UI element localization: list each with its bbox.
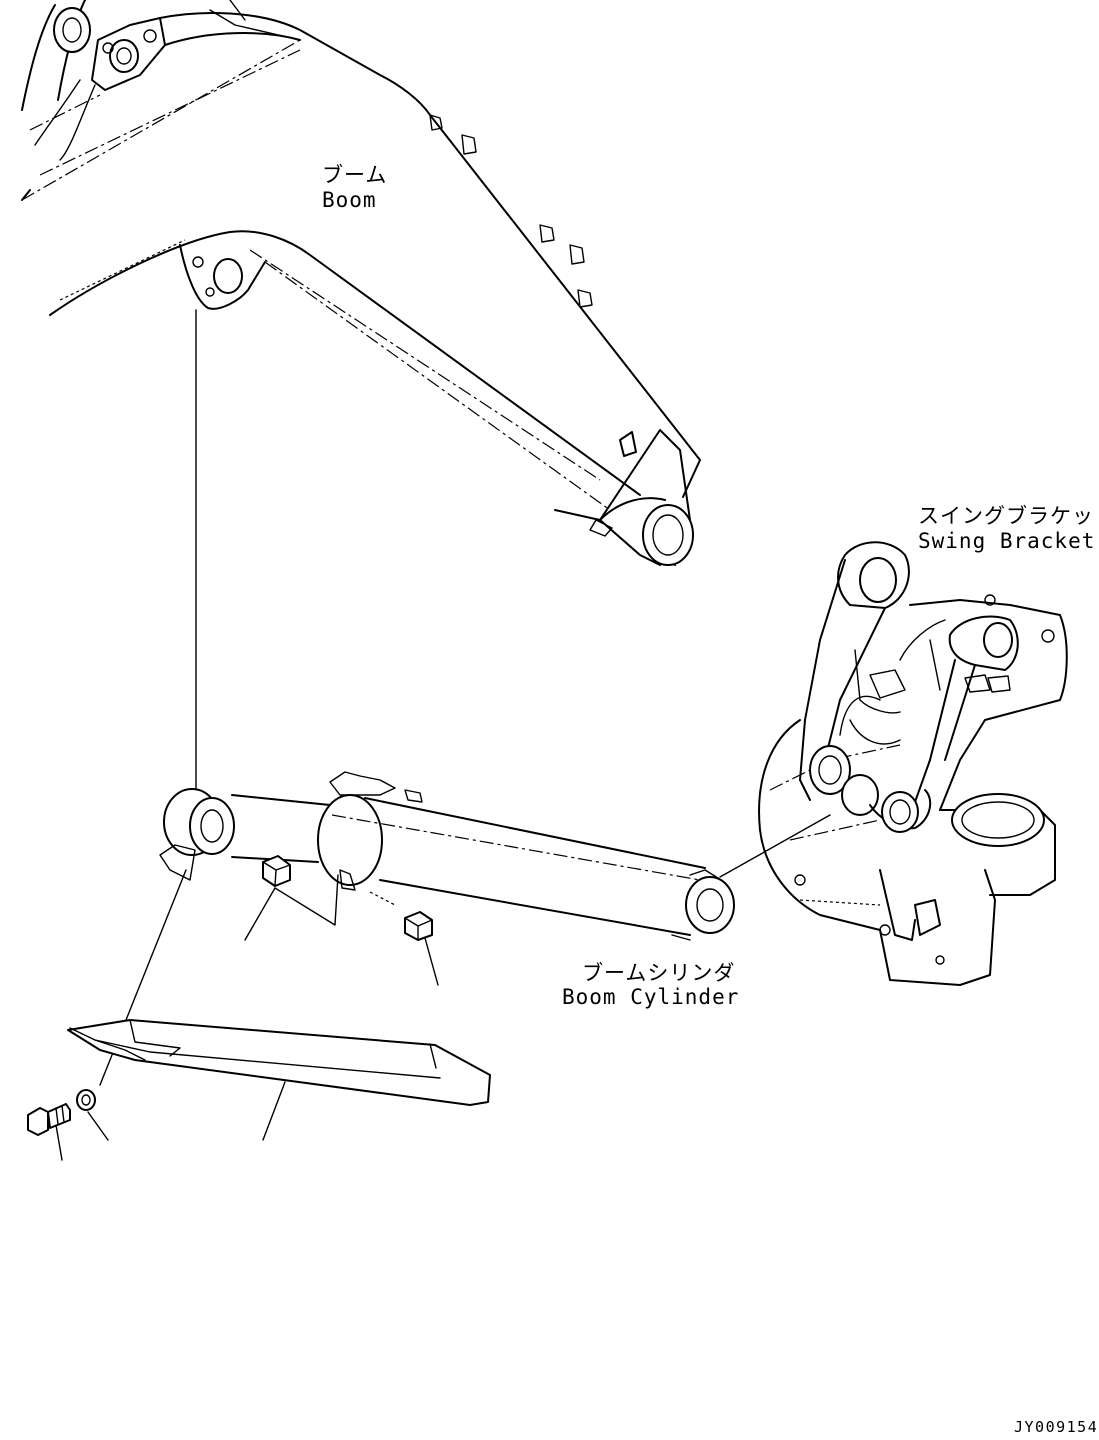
boom-drawing bbox=[21, 0, 701, 566]
cube-parts-leader bbox=[244, 874, 339, 941]
cube-part-right-leader bbox=[424, 937, 439, 986]
bolt-leader bbox=[55, 1124, 63, 1161]
washer-leader bbox=[87, 1111, 109, 1141]
bolt-drawing bbox=[27, 1103, 71, 1136]
swing-bracket-drawing bbox=[758, 541, 1068, 986]
boom-label-jp: ブーム bbox=[322, 163, 387, 187]
boom-cylinder-label-jp: ブームシリンダ bbox=[582, 961, 735, 985]
boom-label-en: Boom bbox=[322, 188, 377, 212]
boom-cylinder-label-en: Boom Cylinder bbox=[562, 985, 739, 1009]
drawing-code: JY009154 bbox=[1014, 1418, 1098, 1436]
swing-bracket-label-en: Swing Bracket bbox=[918, 529, 1095, 553]
swing-bracket-label-jp: スイングブラケット bbox=[918, 504, 1099, 528]
boom-cylinder-drawing bbox=[159, 771, 735, 941]
cover-plate-leader bbox=[262, 1081, 286, 1141]
cylinder-to-bracket-leader bbox=[719, 814, 831, 878]
washer-drawing bbox=[76, 1089, 96, 1111]
cover-plate-drawing bbox=[67, 1019, 491, 1106]
